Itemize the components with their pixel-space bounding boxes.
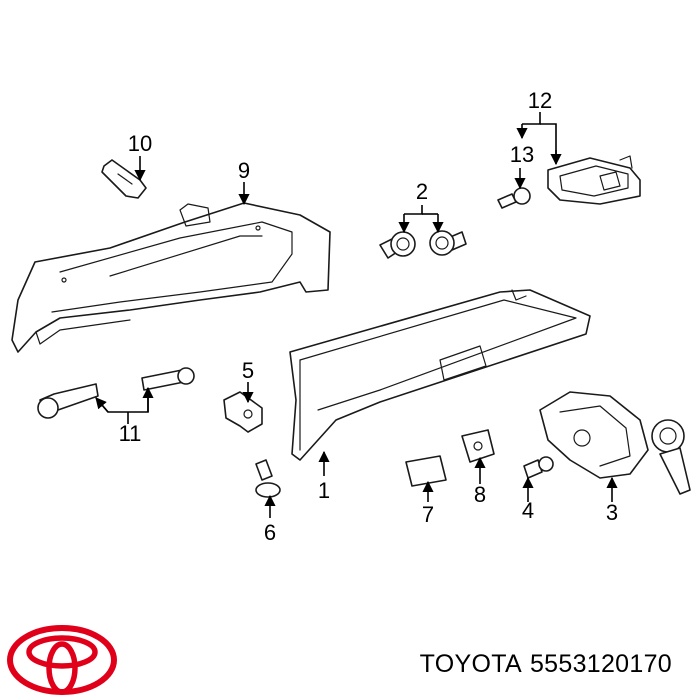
callout-11: 11: [119, 421, 142, 446]
glove-compartment-part-1: [289, 289, 591, 461]
screw-part-4: [523, 456, 554, 479]
bolt-part-6: [255, 459, 281, 498]
bumper-part-8: [461, 429, 495, 463]
hinge-bracket-part-5: [223, 391, 263, 433]
callout-10: 10: [128, 131, 152, 156]
striker-assembly-part-12: [547, 155, 641, 205]
screw-part-13: [497, 187, 531, 209]
callout-8: 8: [474, 482, 486, 507]
callout-1: 1: [318, 478, 330, 503]
cap-part-7: [405, 455, 447, 487]
callout-6: 6: [264, 520, 276, 545]
damper-cylinder-part-11: [37, 367, 195, 419]
callout-3: 3: [606, 500, 618, 525]
damper-part-2: [379, 230, 467, 259]
callout-12: 12: [528, 88, 552, 113]
glove-box-panel-part-9: [11, 202, 331, 353]
callout-2: 2: [416, 179, 428, 204]
brand-name: TOYOTA: [419, 650, 522, 678]
callout-13: 13: [510, 142, 534, 167]
lock-assembly-part-3: [539, 391, 691, 495]
part-number: 5553120170: [529, 650, 672, 678]
clip-part-10: [101, 159, 147, 199]
callout-9: 9: [238, 158, 250, 183]
callout-4: 4: [522, 498, 534, 523]
toyota-logo: [7, 625, 117, 695]
leader-lines: [95, 112, 618, 518]
callout-5: 5: [242, 358, 254, 383]
callout-7: 7: [422, 502, 434, 527]
